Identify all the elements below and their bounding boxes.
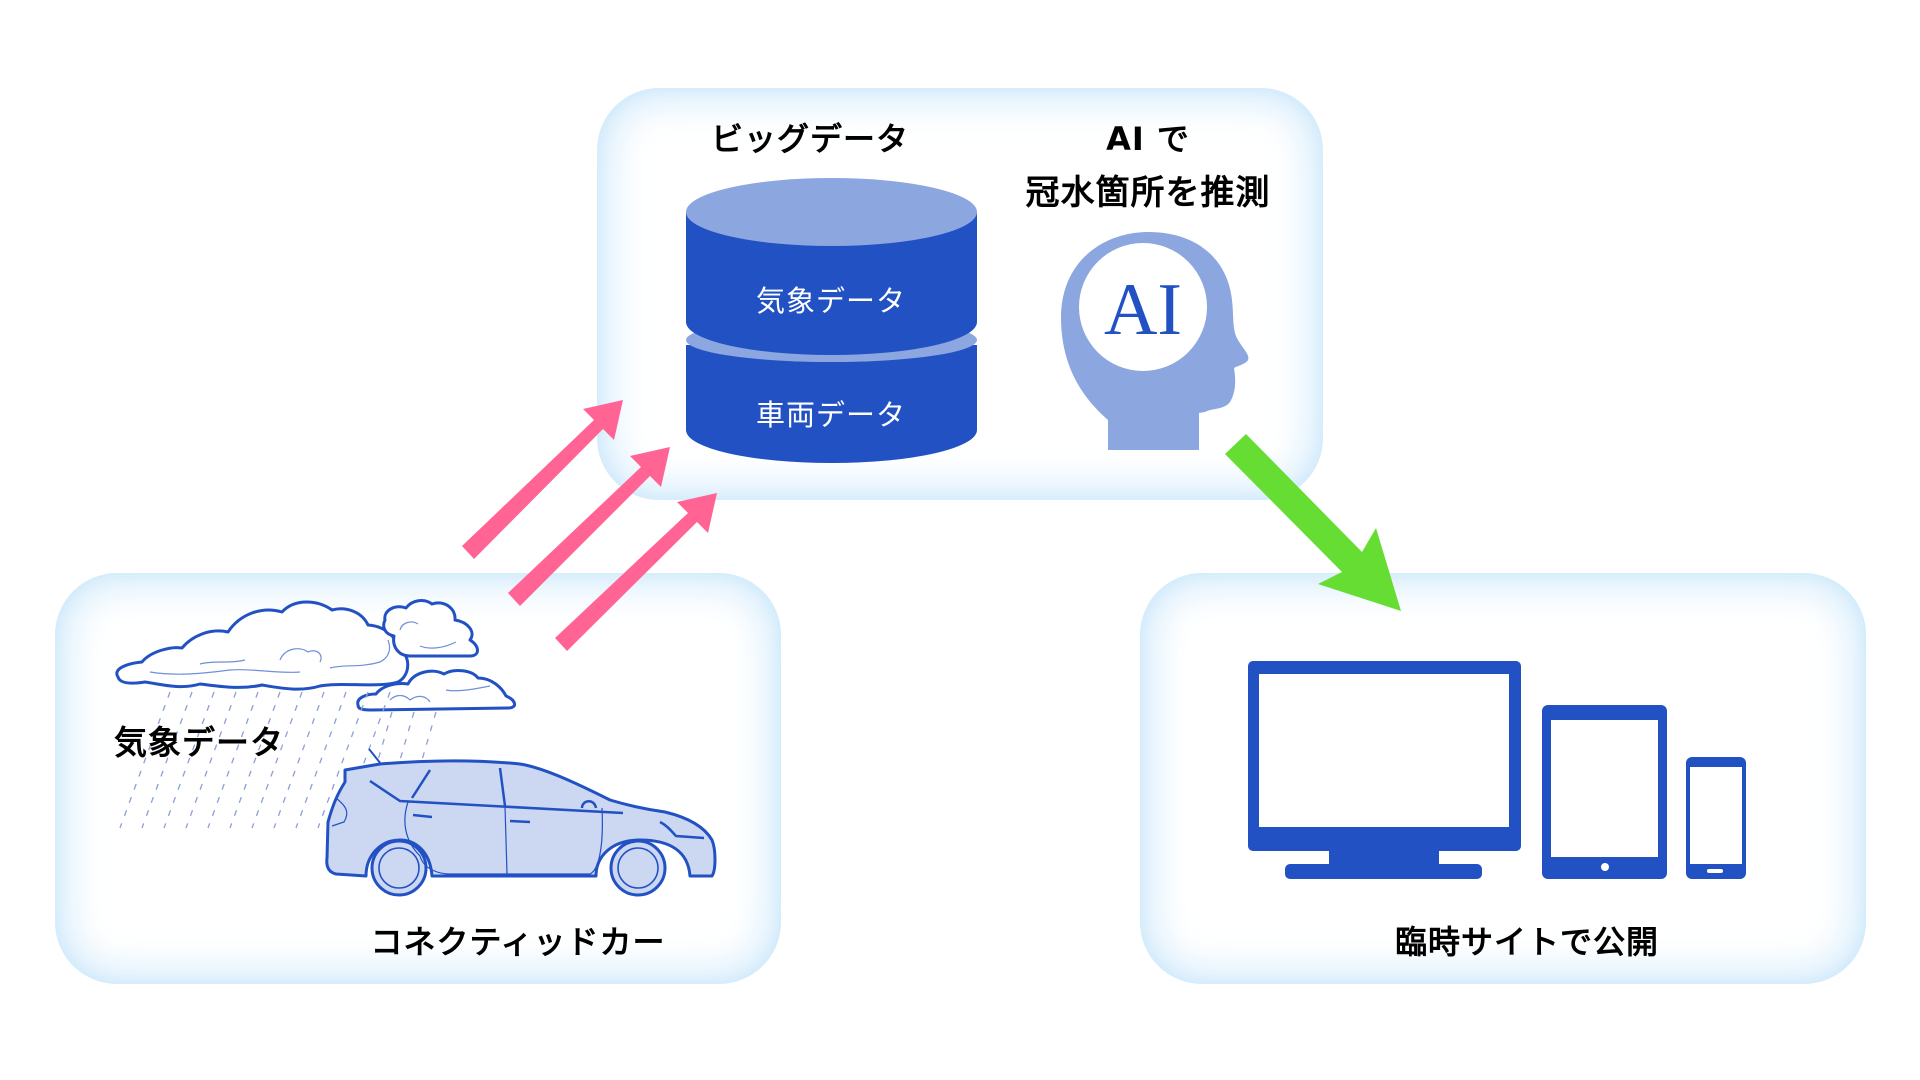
db-top [686,178,977,246]
rain-streak [229,691,281,829]
car-antenna [368,748,382,765]
rain-streak [295,691,347,829]
devices-icon [1248,661,1746,879]
rain-streak [141,691,193,829]
front-wheel [609,839,667,897]
rain-streak [317,691,369,829]
rain-streak [251,691,303,829]
car-body [325,759,717,878]
rain-streak [339,691,391,829]
ai-title-line2: 冠水箇所を推測 [1025,173,1271,213]
db-layer-vehicle-label: 車両データ [755,398,907,432]
publish-label: 臨時サイトで公開 [1394,923,1660,961]
rain-streak [163,691,215,829]
cloud-large [115,600,410,691]
publish-arrow [1225,434,1401,611]
rain-streak [185,691,237,829]
ai-title-line1: AI で [1106,120,1190,158]
db-layer-lower [686,345,977,463]
smartphone-icon [1686,757,1746,879]
ai-badge-text: AI [1104,269,1182,351]
rain-streak [207,691,259,829]
head-circle [1079,243,1207,371]
big-data-title: ビッグデータ [710,120,910,158]
car-details [369,767,705,840]
cloud-small-bottom [356,669,516,712]
rain-streak [273,691,325,829]
upload-arrow-1 [462,400,623,559]
upload-arrow-2 [508,447,670,606]
weather-data-label: 気象データ [114,723,284,762]
upload-arrows [462,400,717,651]
rain-streak [421,711,437,761]
rain-streak [399,711,415,761]
connected-car-label: コネクティッドカー [370,923,666,961]
upload-arrow-3 [555,493,717,651]
tablet-icon [1542,705,1667,879]
rain-lines [119,691,437,829]
ai-head-icon: AI [1060,232,1249,450]
cloud-icons [115,599,516,712]
rear-wheel [370,839,428,897]
cloud-small-top [382,599,479,658]
rain-streak [119,691,171,829]
cloud-detail-lines [149,621,491,703]
db-layer-upper [686,212,977,355]
desktop-monitor-icon [1248,661,1521,879]
database-icon [686,178,977,463]
connected-car-icon [325,748,717,897]
db-layer-weather-label: 気象データ [755,284,907,318]
